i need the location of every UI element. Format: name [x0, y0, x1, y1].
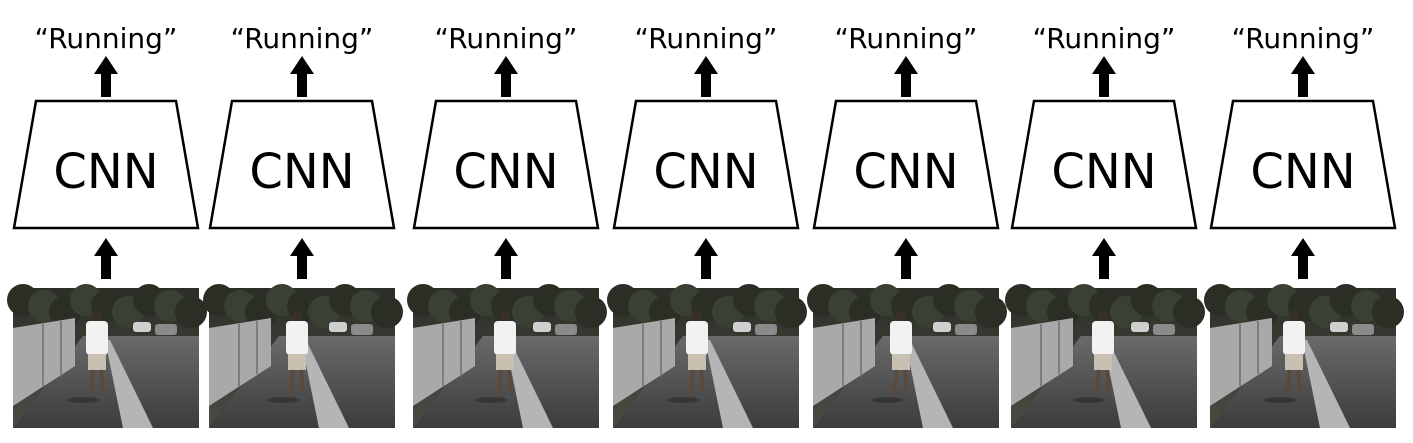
cnn-label: CNN [453, 144, 558, 200]
cnn-block [1209, 99, 1397, 230]
cnn-label: CNN [1051, 144, 1156, 200]
video-frame-image [807, 284, 1007, 428]
output-label: “Running” [1232, 22, 1375, 55]
cnn-block [208, 99, 396, 230]
frame-column: “Running” CNN [1005, 22, 1205, 428]
video-frame-image [407, 284, 607, 428]
input-arrow-icon [694, 238, 718, 279]
cnn-block [612, 99, 800, 230]
output-label: “Running” [835, 22, 978, 55]
output-arrow-icon [1092, 56, 1116, 97]
video-frame-image [203, 284, 403, 428]
frame-column: “Running” CNN [807, 22, 1007, 428]
cnn-block [812, 99, 1000, 230]
cnn-block [12, 99, 200, 230]
video-frame-image [7, 284, 207, 428]
video-frame-image [1204, 284, 1404, 428]
frame-column: “Running” CNN [7, 22, 207, 428]
input-arrow-icon [1092, 238, 1116, 279]
input-arrow-icon [894, 238, 918, 279]
output-label: “Running” [435, 22, 578, 55]
frame-column: “Running” CNN [203, 22, 403, 428]
video-frame-image [607, 284, 807, 428]
cnn-label: CNN [53, 144, 158, 200]
frame-column: “Running” CNN [607, 22, 807, 428]
input-arrow-icon [494, 238, 518, 279]
video-frame-image [1005, 284, 1205, 428]
input-arrow-icon [1291, 238, 1315, 279]
output-arrow-icon [894, 56, 918, 97]
frame-column: “Running” CNN [407, 22, 607, 428]
cnn-label: CNN [653, 144, 758, 200]
output-arrow-icon [1291, 56, 1315, 97]
cnn-label: CNN [853, 144, 958, 200]
input-arrow-icon [290, 238, 314, 279]
output-arrow-icon [290, 56, 314, 97]
cnn-label: CNN [249, 144, 354, 200]
output-arrow-icon [494, 56, 518, 97]
output-arrow-icon [94, 56, 118, 97]
output-label: “Running” [635, 22, 778, 55]
output-arrow-icon [694, 56, 718, 97]
output-label: “Running” [1033, 22, 1176, 55]
output-label: “Running” [231, 22, 374, 55]
cnn-block [412, 99, 600, 230]
output-label: “Running” [35, 22, 178, 55]
input-arrow-icon [94, 238, 118, 279]
cnn-label: CNN [1250, 144, 1355, 200]
cnn-block [1010, 99, 1198, 230]
frame-column: “Running” CNN [1204, 22, 1404, 428]
